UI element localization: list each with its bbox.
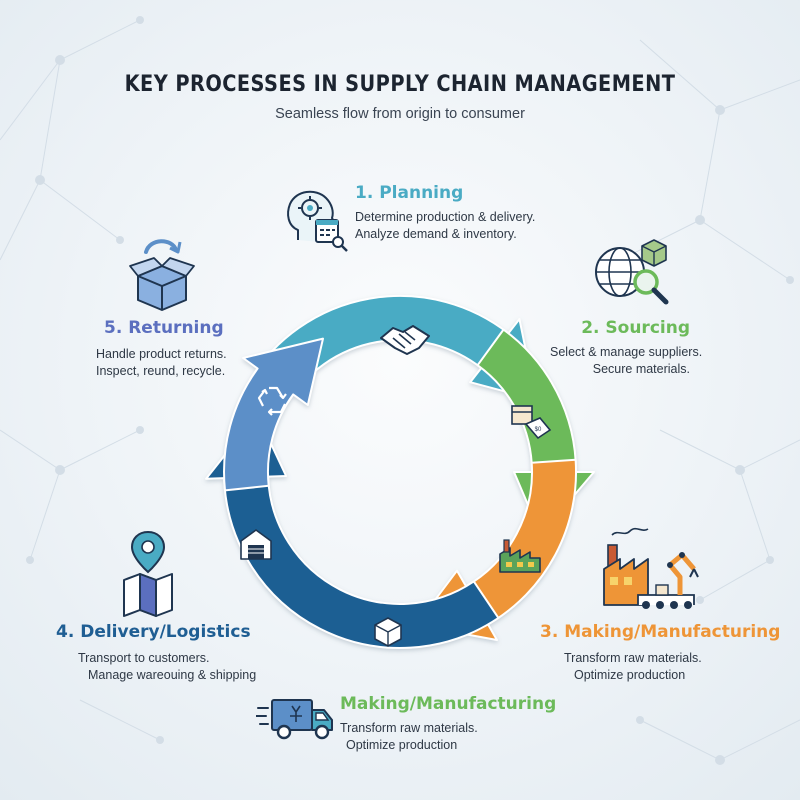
delivery-truck-icon	[256, 699, 333, 740]
box-return-icon	[129, 239, 195, 311]
step-making-desc-2: Optimize production	[574, 668, 686, 682]
step-returning-desc-2: Inspect, reund, recycle.	[96, 364, 226, 378]
globe-magnifier-box-icon	[595, 239, 669, 305]
delivery-arrow	[205, 413, 500, 649]
step-planning-title: 1. Planning	[355, 183, 464, 203]
box-tag-icon: $0	[511, 405, 552, 440]
step-bottom: Making/Manufacturing Transform raw mater…	[340, 694, 556, 754]
step-returning-title: 5. Returning	[104, 318, 224, 338]
step-making-title: 3. Making/Manufacturing	[540, 622, 781, 642]
step-sourcing-desc-1: Select & manage suppliers.	[550, 345, 703, 359]
map-pin-icon	[123, 530, 173, 617]
head-gear-calendar-icon	[287, 190, 348, 252]
planning-arrow	[249, 294, 537, 404]
step-making: 3. Making/Manufacturing Transform raw ma…	[540, 622, 780, 684]
returning-arrow	[223, 337, 324, 492]
page-subtitle: Seamless flow from origin to consumer	[275, 106, 525, 122]
step-bottom-title: Making/Manufacturing	[340, 694, 557, 714]
step-returning: 5. Returning Handle product returns. Ins…	[96, 318, 227, 380]
warehouse-icon	[240, 529, 272, 560]
page-title: KEY PROCESSES IN SUPPLY CHAIN MANAGEMENT	[124, 72, 676, 97]
step-planning-desc-1: Determine production & delivery.	[355, 210, 536, 224]
step-delivery-title: 4. Delivery/Logistics	[56, 622, 251, 642]
step-bottom-desc-2: Optimize production	[346, 738, 458, 752]
package-icon	[374, 617, 402, 647]
step-returning-desc-1: Handle product returns.	[96, 347, 227, 361]
step-making-desc-1: Transform raw materials.	[564, 651, 702, 665]
step-planning-desc-2: Analyze demand & inventory.	[355, 227, 517, 241]
step-sourcing: 2. Sourcing Select & manage suppliers. S…	[550, 318, 703, 378]
step-planning: 1. Planning Determine production & deliv…	[355, 183, 535, 243]
svg-text:$0: $0	[535, 427, 542, 433]
step-bottom-desc-1: Transform raw materials.	[340, 721, 478, 735]
step-delivery: 4. Delivery/Logistics Transport to custo…	[56, 622, 266, 684]
handshake-icon	[380, 325, 430, 355]
factory-icon	[499, 539, 541, 573]
step-sourcing-desc-2: Secure materials.	[592, 362, 690, 376]
step-delivery-desc-1: Transport to customers.	[78, 651, 210, 665]
recycle-icon	[257, 386, 287, 416]
step-delivery-desc-2: Manage wareouing & shipping	[88, 668, 257, 682]
factory-robot-arm-icon	[603, 527, 699, 609]
step-sourcing-title: 2. Sourcing	[581, 318, 690, 338]
